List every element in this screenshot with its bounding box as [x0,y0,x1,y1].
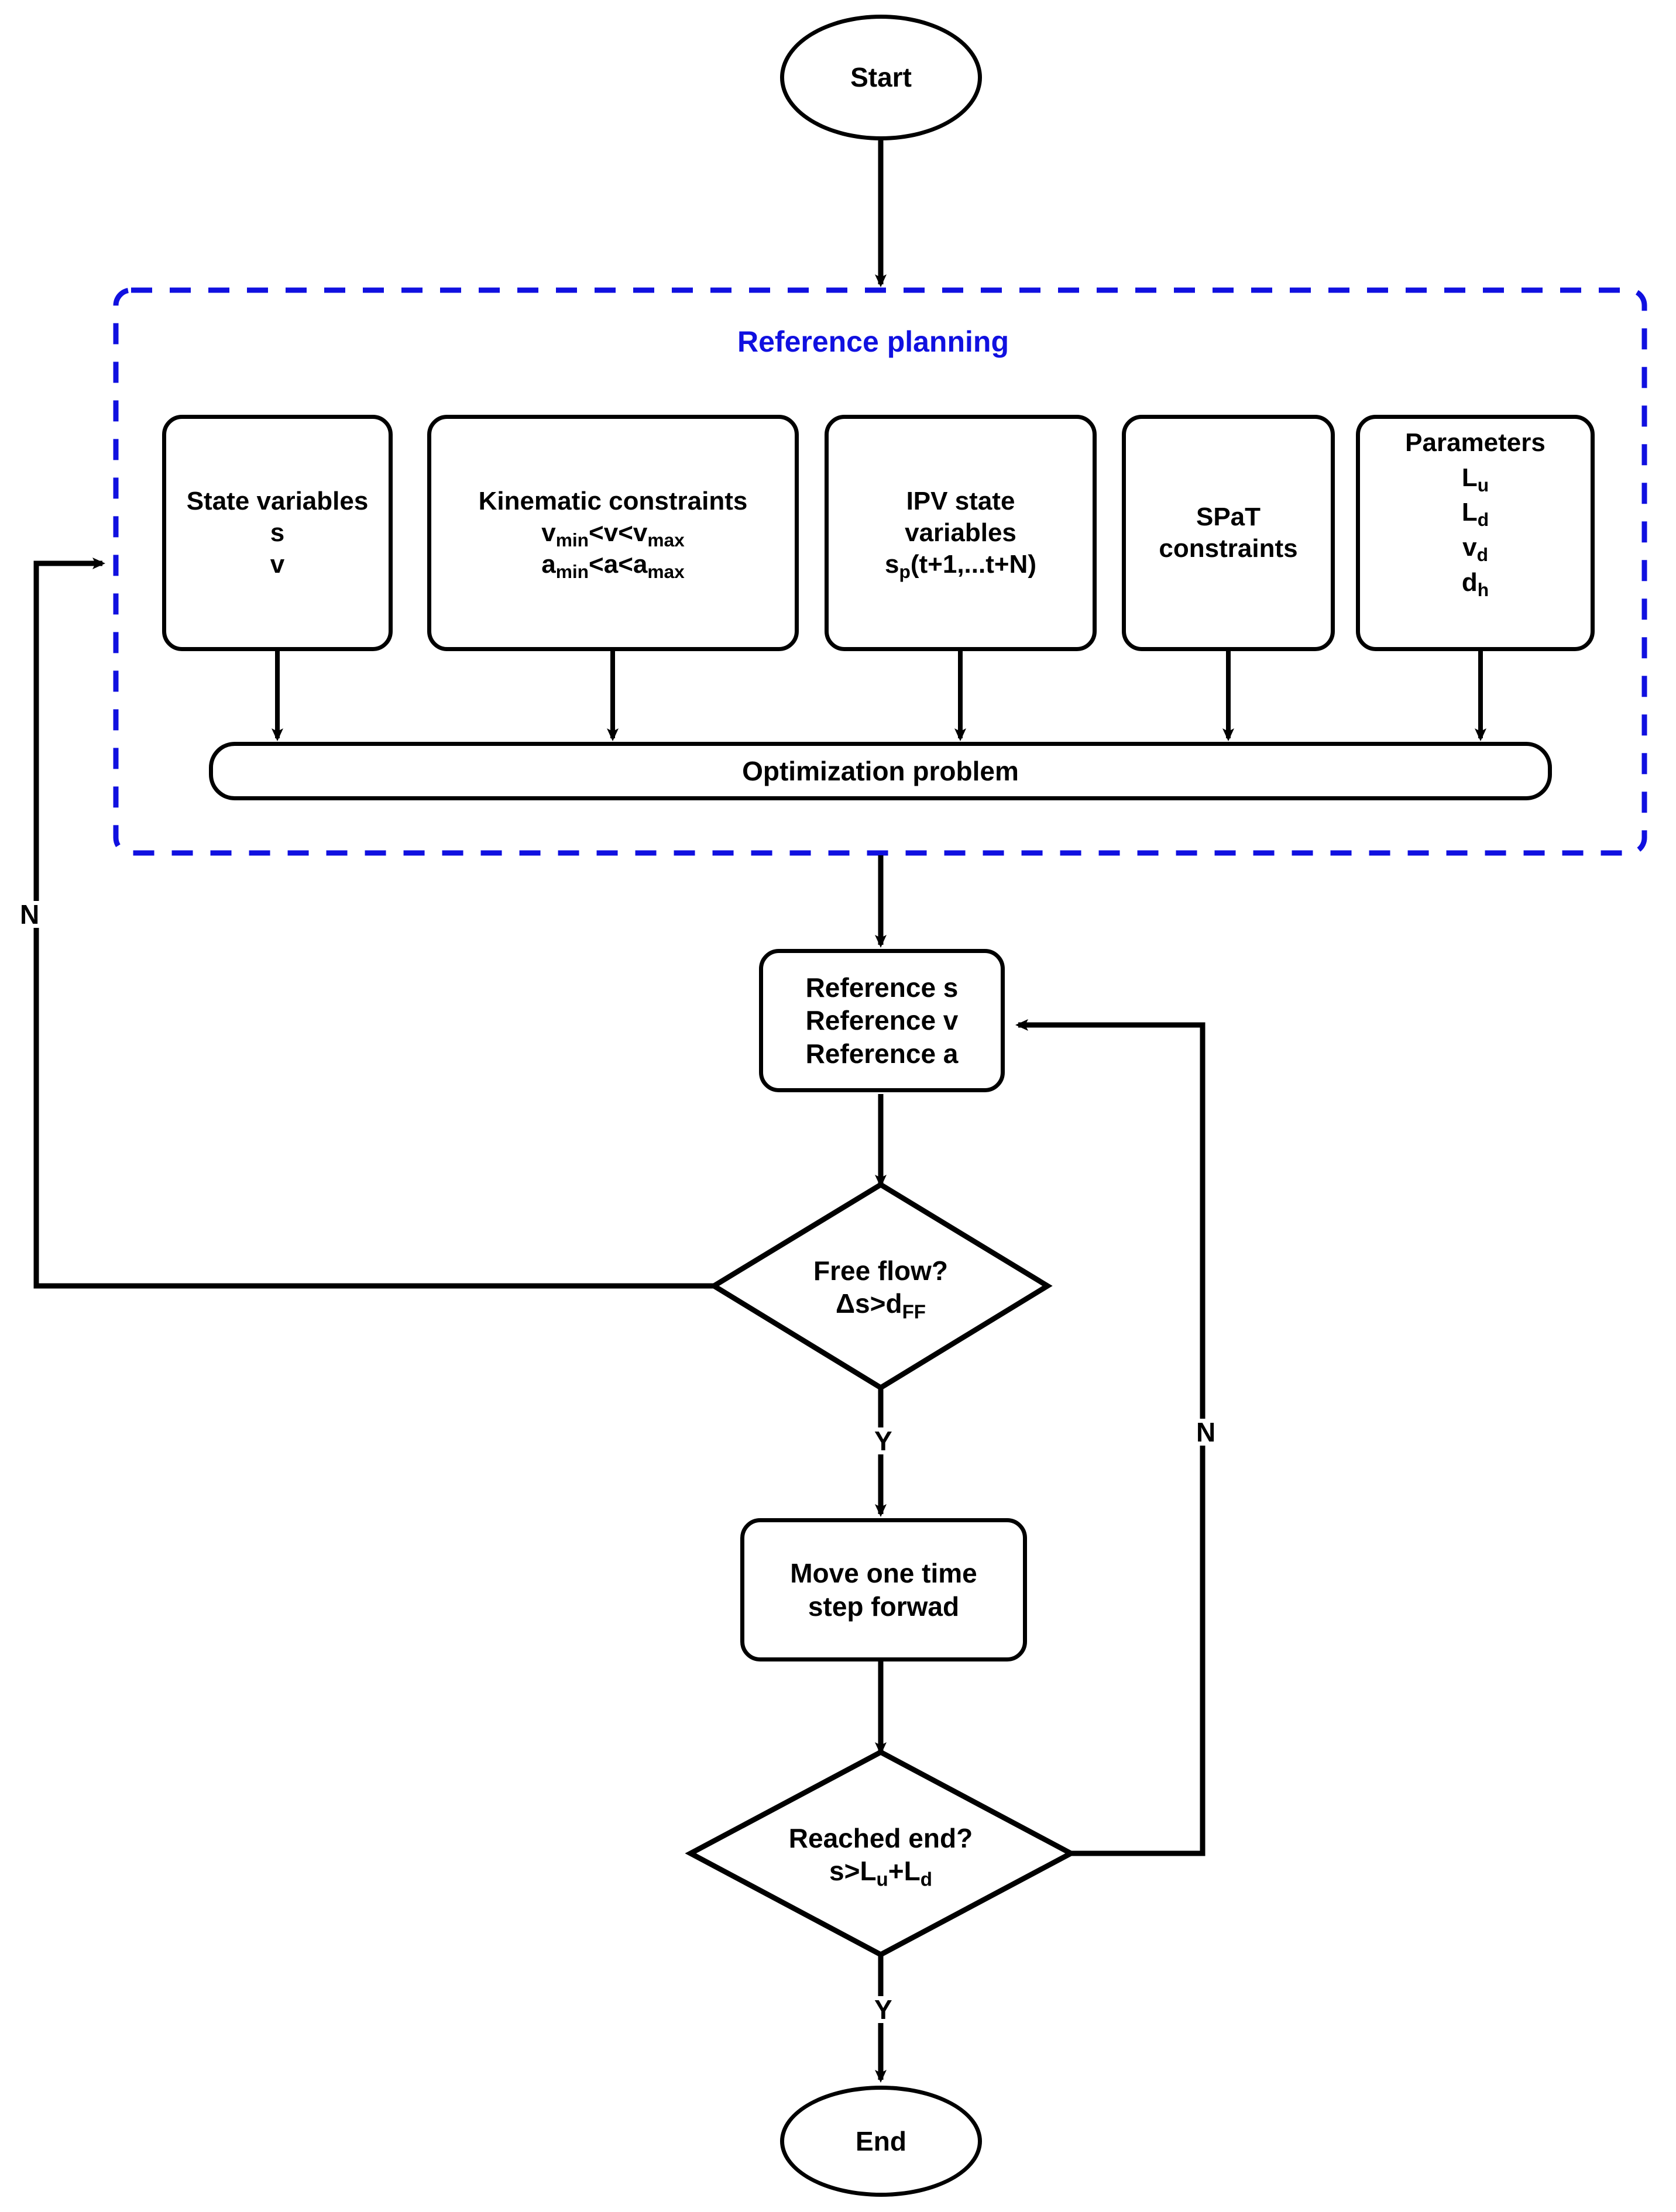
node-reached-end-decision[interactable]: Reached end? s>Lu+Ld [720,1799,1042,1910]
node-start-label: Start [850,62,912,93]
reference-output-line-2: Reference v [805,1005,959,1036]
reference-planning-title: Reference planning [737,325,1009,358]
parameters-item-2: vd [1462,533,1488,565]
kinematic-constraints-title: Kinematic constraints [478,487,748,516]
reached-end-diamond [685,1749,1077,1958]
edge-reachedend-no-loop [1015,1019,1206,1856]
node-reference-output[interactable]: Reference s Reference v Reference a [759,949,1005,1092]
spat-line-1: SPaT [1196,503,1261,532]
parameters-item-1: Ld [1461,498,1489,531]
optimization-problem-label: Optimization problem [742,755,1019,786]
edge-freeflow-no-loop [33,558,721,1289]
spat-line-2: constraints [1159,534,1298,563]
move-step-line-2: step forwad [808,1591,960,1622]
state-variables-line-1: State variables [186,487,369,516]
reference-output-line-1: Reference s [805,972,959,1003]
parameters-item-3: dh [1461,567,1489,600]
edge-label-reached-end-no: N [1194,1419,1218,1446]
kinematic-constraints-acceleration: amin<a<amax [541,549,685,582]
node-start[interactable]: Start [780,15,982,140]
edge-label-reached-end-yes: Y [872,1996,895,2023]
state-variables-line-3: v [270,549,285,579]
reached-end-line-1: Reached end? [788,1822,973,1853]
node-optimization-problem[interactable]: Optimization problem [209,742,1552,800]
node-free-flow-decision[interactable]: Free flow? Δs>dFF [734,1231,1027,1343]
edge-label-free-flow-yes: Y [872,1427,895,1454]
free-flow-diamond [709,1181,1053,1391]
node-kinematic-constraints[interactable]: Kinematic constraints vmin<v<vmax amin<a… [427,415,799,651]
node-end[interactable]: End [780,2086,982,2197]
state-variables-line-2: s [270,518,285,548]
ipv-line-2: variables [905,518,1016,548]
node-parameters[interactable]: Parameters Lu Ld vd dh [1356,415,1595,651]
edge-label-free-flow-no: N [18,901,42,928]
node-end-label: End [856,2125,906,2156]
ipv-line-3: sp(t+1,...t+N) [885,549,1036,582]
free-flow-line-1: Free flow? [813,1255,949,1286]
move-step-line-1: Move one time [790,1558,977,1589]
reached-end-line-2: s>Lu+Ld [829,1856,932,1891]
parameters-item-0: Lu [1461,463,1489,496]
parameters-title: Parameters [1405,428,1546,457]
node-spat-constraints[interactable]: SPaT constraints [1122,415,1335,651]
free-flow-line-2: Δs>dFF [835,1288,926,1323]
ipv-line-1: IPV state [906,487,1015,516]
kinematic-constraints-velocity: vmin<v<vmax [541,518,685,551]
reference-output-line-3: Reference a [805,1038,959,1069]
reference-planning-group-border [113,287,1647,856]
node-ipv-state-variables[interactable]: IPV state variables sp(t+1,...t+N) [825,415,1097,651]
node-state-variables[interactable]: State variables s v [162,415,393,651]
node-move-step[interactable]: Move one time step forwad [740,1518,1027,1661]
